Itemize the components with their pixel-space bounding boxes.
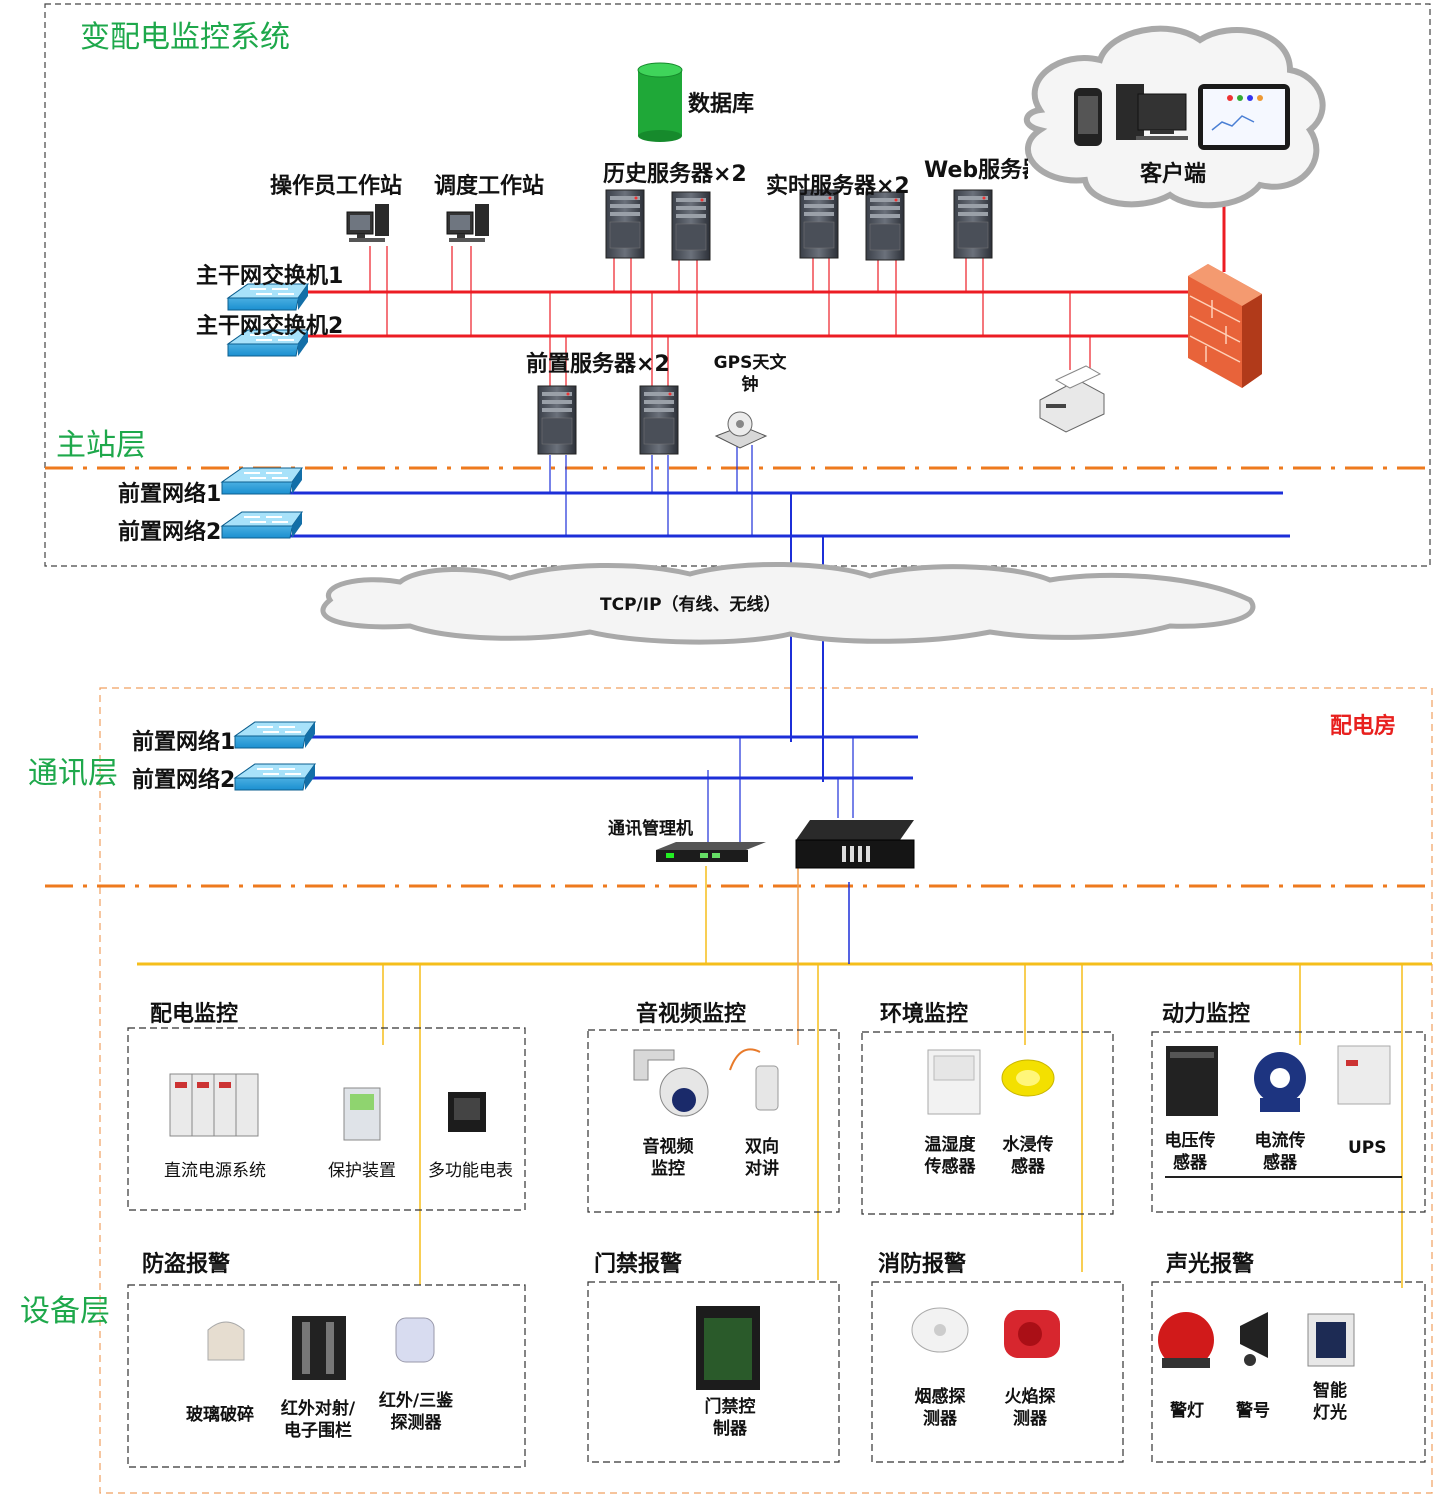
current-sensor-icon [1254,1052,1306,1112]
item-access: 门禁控制器 [704,1397,756,1439]
item-dc-power: 直流电源系统 [164,1161,266,1181]
comm-layer-label: 通讯层 [28,756,118,791]
ups-icon [1337,1045,1391,1105]
access-title: 门禁报警 [594,1252,683,1277]
device-layer-label: 设备层 [20,1294,110,1329]
voltage-sensor-icon [1166,1046,1218,1116]
zone-label: 配电房 [1330,714,1397,739]
realtime-server-label: 实时服务器×2 [766,174,910,199]
power-dyn-title: 动力监控 [1162,1002,1251,1027]
database-label: 数据库 [688,92,755,117]
front-server-icon-1 [537,385,577,455]
warning-light-icon [1158,1312,1214,1368]
item-flame: 火焰探测器 [1004,1387,1056,1429]
comm-manager-label: 通讯管理机 [608,819,693,839]
fire-title: 消防报警 [878,1252,967,1277]
camera-icon [633,1049,709,1117]
item-current: 电流传感器 [1254,1131,1306,1173]
client-devices-icon [1074,84,1290,150]
database-icon [637,62,683,142]
realtime-server-icon-2 [865,191,905,261]
master-station-frame [44,3,1431,567]
realtime-server-icon-1 [799,189,839,259]
env-monitor-title: 环境监控 [880,1002,969,1027]
dc-power-cabinet-icon [169,1073,259,1137]
gps-clock-label: GPS天文钟 [713,353,787,395]
front-server-icon-2 [639,385,679,455]
master-layer-label: 主站层 [56,428,146,463]
master-front-net-2-label: 前置网络2 [118,520,222,545]
tcpip-cloud [320,562,1256,645]
water-sensor-icon [1001,1059,1055,1097]
history-server-label: 历史服务器×2 [603,162,747,187]
item-warn-light: 警灯 [1170,1401,1204,1421]
comm-front-switch-1-icon [234,721,316,749]
item-protection: 保护装置 [328,1161,396,1181]
front-net-drops [549,445,753,536]
multifunction-meter-icon [448,1092,486,1132]
smart-light-panel-icon [1307,1313,1355,1367]
smoke-detector-icon [911,1307,969,1353]
sound-light-title: 声光报警 [1166,1252,1255,1277]
comm-manager-icon [656,842,766,862]
flame-detector-icon [1004,1310,1060,1358]
operator-ws-label: 操作员工作站 [270,174,403,199]
backbone-drops [369,246,1091,388]
gps-clock-icon [714,411,768,449]
history-server-icon-2 [671,191,711,261]
master-front-net-1-label: 前置网络1 [118,482,222,507]
item-meter: 多功能电表 [428,1161,513,1181]
item-intercom: 双向对讲 [745,1137,779,1179]
item-av: 音视频监控 [642,1137,694,1179]
firewall-icon [1188,264,1262,388]
item-ir-fence: 红外对射/电子围栏 [280,1399,356,1441]
temp-humidity-sensor-icon [927,1049,981,1115]
tcpip-label: TCP/IP（有线、无线） [600,595,781,615]
front-server-label: 前置服务器×2 [526,352,670,377]
power-monitor-title: 配电监控 [150,1002,239,1027]
access-controller-icon [696,1306,760,1390]
item-ir-triple: 红外/三鉴探测器 [378,1391,454,1433]
master-front-switch-2-icon [221,511,303,539]
item-glass: 玻璃破碎 [186,1405,254,1425]
printer-icon [1039,365,1105,433]
web-server-label: Web服务器 [924,158,1028,182]
anti-theft-title: 防盗报警 [142,1252,231,1277]
intercom-icon [729,1048,779,1111]
distribution-room-frame [99,687,1433,1494]
comm-drops [707,737,854,850]
item-smart-light: 智能灯光 [1313,1381,1347,1423]
history-server-icon-1 [605,189,645,259]
dispatch-ws-label: 调度工作站 [434,174,545,199]
ir-beam-fence-icon [292,1316,346,1380]
item-water: 水浸传感器 [1002,1135,1054,1177]
item-siren: 警号 [1236,1401,1270,1421]
backbone-switch-1-label: 主干网交换机1 [196,264,344,289]
item-ups: UPS [1348,1138,1387,1158]
operator-pc-icon [346,203,390,243]
comm-front-net-1-label: 前置网络1 [132,730,236,755]
protection-device-icon [343,1087,381,1141]
comm-server-rack-icon [795,820,915,869]
web-server-icon [953,189,993,259]
system-title: 变配电监控系统 [80,20,290,55]
dispatch-pc-icon [446,203,490,243]
triple-tech-detector-icon [395,1317,435,1363]
client-label: 客户端 [1140,162,1207,187]
master-front-switch-1-icon [221,467,303,495]
comm-front-switch-2-icon [234,763,316,791]
item-voltage: 电压传感器 [1164,1131,1216,1173]
comm-front-net-2-label: 前置网络2 [132,768,236,793]
item-temp: 温湿度传感器 [924,1135,976,1177]
glass-break-detector-icon [207,1321,245,1361]
item-smoke: 烟感探测器 [914,1387,966,1429]
av-monitor-title: 音视频监控 [636,1002,747,1027]
backbone-switch-2-label: 主干网交换机2 [196,314,344,339]
siren-icon [1240,1312,1268,1366]
device-group-boxes [127,1027,1426,1468]
